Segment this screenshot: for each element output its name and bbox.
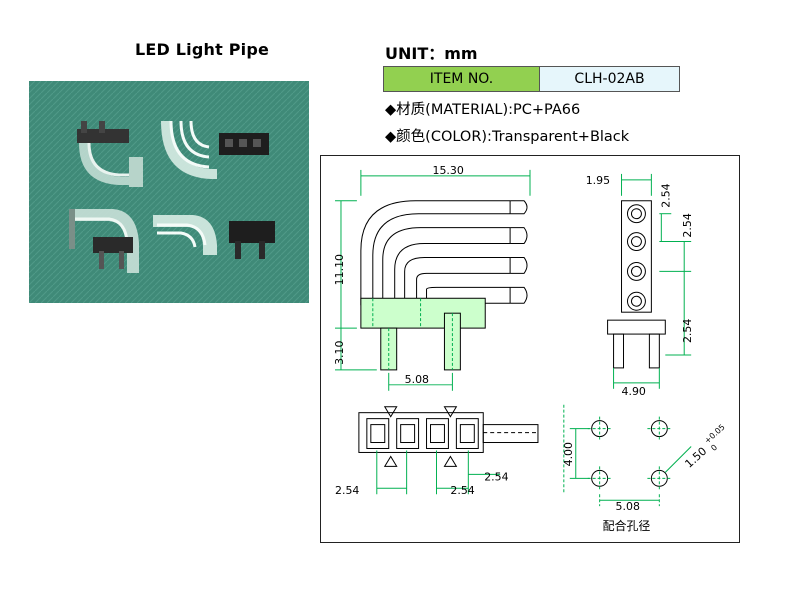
dim-3-10: 3.10 (333, 341, 346, 365)
dim-5-08: 5.08 (405, 373, 429, 386)
diamond-bullet-icon: ◆ (385, 129, 397, 145)
front-view (607, 200, 666, 369)
side-view-dimensions (335, 169, 531, 391)
hole-pattern (563, 404, 692, 507)
hole-caption: 配合孔径 (603, 519, 651, 533)
unit-label: UNIT：mm (385, 44, 478, 63)
photo-part-clear-bottom (153, 215, 217, 255)
front-view-dimensions (613, 173, 692, 389)
dim-hole-5-08: 5.08 (616, 500, 640, 513)
dim-2-54-c: 2.54 (681, 319, 694, 343)
side-view-base (360, 297, 486, 371)
dim-1-95: 1.95 (586, 174, 610, 187)
dim-hole-tol-plus: +0.05 (703, 422, 727, 445)
technical-drawing: 15.30 11.10 3.10 5.08 1.95 2.54 2.54 2.5… (320, 155, 740, 543)
diamond-bullet-icon: ◆ (385, 102, 397, 118)
dim-2-54-b: 2.54 (681, 213, 694, 237)
dim-2-54-a: 2.54 (659, 183, 672, 207)
dim-bottom-2-54-left: 2.54 (335, 484, 359, 497)
dim-4-00: 4.00 (562, 442, 575, 466)
dim-bottom-2-54-right: 2.54 (484, 470, 508, 483)
item-number-value: CLH-02AB (540, 66, 680, 92)
dim-hole-diameter: 1.50 (682, 445, 709, 471)
spec-color: ◆颜色(COLOR):Transparent+Black (385, 125, 629, 146)
dim-bottom-2-54-mid: 2.54 (450, 484, 474, 497)
photo-part-clear-top (161, 120, 217, 179)
page-title: LED Light Pipe (135, 40, 270, 59)
photo-part-assembled-bottom (69, 209, 139, 273)
dim-4-90: 4.90 (622, 385, 646, 398)
bottom-view-dimensions (376, 450, 501, 495)
item-number-table: ITEM NO. CLH-02AB (383, 66, 680, 92)
spec-color-text: 颜色(COLOR):Transparent+Black (396, 129, 630, 145)
item-number-label: ITEM NO. (383, 66, 540, 92)
photo-part-assembled-top (77, 121, 143, 187)
photo-part-black-bottom (229, 221, 275, 259)
dim-15-30: 15.30 (433, 164, 464, 177)
side-view (360, 200, 528, 306)
dim-hole-tol-minus: 0 (709, 443, 719, 453)
bottom-view (358, 406, 539, 467)
dim-11-10: 11.10 (333, 254, 346, 285)
spec-material-text: 材质(MATERIAL):PC+PA66 (396, 102, 581, 118)
photo-part-black-top (219, 133, 269, 155)
product-photo (29, 81, 309, 303)
spec-material: ◆材质(MATERIAL):PC+PA66 (385, 98, 580, 119)
